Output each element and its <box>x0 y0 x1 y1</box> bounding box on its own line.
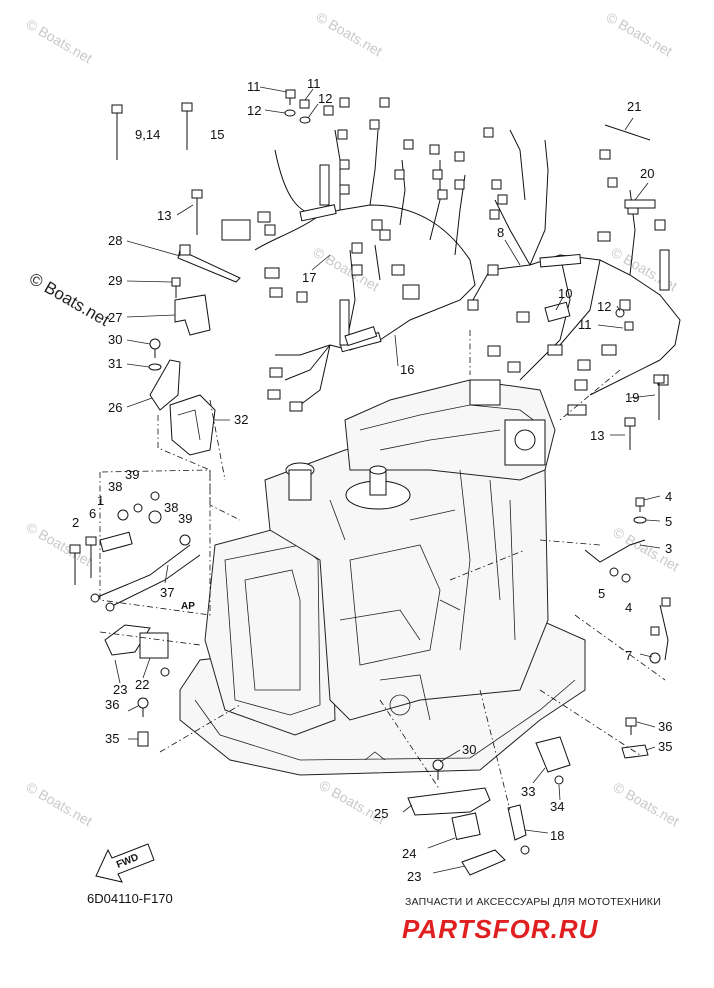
callout: 35 <box>105 731 119 746</box>
callout: 38 <box>108 479 122 494</box>
callout: 30 <box>108 332 122 347</box>
callout: 17 <box>302 270 316 285</box>
callout: 6 <box>89 506 96 521</box>
watermark: © Boats.net <box>24 519 96 570</box>
watermark: © Boats.net <box>24 779 96 830</box>
callout: 22 <box>135 677 149 692</box>
callout: 32 <box>234 412 248 427</box>
connectors <box>221 97 669 416</box>
callout: 26 <box>108 400 122 415</box>
callout: 36 <box>105 697 119 712</box>
watermark-large: © Boats.net <box>26 269 113 330</box>
callout: 35 <box>658 739 672 754</box>
callout: 30 <box>462 742 476 757</box>
callout: 36 <box>658 719 672 734</box>
callout: 15 <box>210 127 224 142</box>
callout: 10 <box>558 286 572 301</box>
callout: 11 <box>247 79 261 94</box>
callout: 11 <box>307 76 321 91</box>
callout: 5 <box>598 586 605 601</box>
callout: 9,14 <box>135 127 160 142</box>
footer-branding: ЗАПЧАСТИ И АКСЕССУАРЫ ДЛЯ МОТОТЕХНИКИ PA… <box>402 896 661 944</box>
callout: 12 <box>247 103 261 118</box>
callout: 13 <box>590 428 604 443</box>
callout: 13 <box>157 208 171 223</box>
callout: 12 <box>318 91 332 106</box>
callout: 18 <box>550 828 564 843</box>
callout: 11 <box>578 317 592 332</box>
ap-label: AP <box>181 601 195 612</box>
footer-brand-logo: PARTSFOR.RU <box>402 914 599 944</box>
callout: 7 <box>625 648 632 663</box>
callout: 1 <box>97 493 104 508</box>
callout: 21 <box>627 99 641 114</box>
callout: 8 <box>497 225 504 240</box>
fwd-arrow-icon: FWD <box>95 843 155 883</box>
parts <box>69 89 671 876</box>
callout: 29 <box>108 273 122 288</box>
callout: 19 <box>625 390 639 405</box>
callout: 3 <box>665 541 672 556</box>
callout: 31 <box>108 356 122 371</box>
wire-harness <box>221 97 681 416</box>
watermark: © Boats.net <box>24 16 96 67</box>
diagram-code: 6D04110-F170 <box>87 891 173 906</box>
callout: 38 <box>164 500 178 515</box>
watermark: © Boats.net <box>604 9 676 60</box>
callout: 4 <box>665 489 672 504</box>
callout: 2 <box>72 515 79 530</box>
callout-labels: 11 11 12 12 9,14 15 13 28 29 27 30 31 26… <box>72 76 672 884</box>
callout: 27 <box>108 310 122 325</box>
callout: 25 <box>374 806 388 821</box>
callout: 23 <box>113 682 127 697</box>
callout: 24 <box>402 846 416 861</box>
callout: 39 <box>178 511 192 526</box>
watermark: © Boats.net <box>314 9 386 60</box>
callout: 5 <box>665 514 672 529</box>
engine-block <box>179 379 586 776</box>
watermark: © Boats.net <box>611 779 683 830</box>
callout: 39 <box>125 467 139 482</box>
callout: 12 <box>597 299 611 314</box>
callout: 4 <box>625 600 632 615</box>
callout: 28 <box>108 233 122 248</box>
callout: 33 <box>521 784 535 799</box>
assembly-lines <box>99 330 666 811</box>
callout: 34 <box>550 799 564 814</box>
leader-lines <box>114 86 661 874</box>
callout: 23 <box>407 869 421 884</box>
callout: 37 <box>160 585 174 600</box>
callout: 20 <box>640 166 654 181</box>
watermark: © Boats.net <box>311 244 383 295</box>
callout: 16 <box>400 362 414 377</box>
footer-tagline: ЗАПЧАСТИ И АКСЕССУАРЫ ДЛЯ МОТОТЕХНИКИ <box>405 896 661 908</box>
